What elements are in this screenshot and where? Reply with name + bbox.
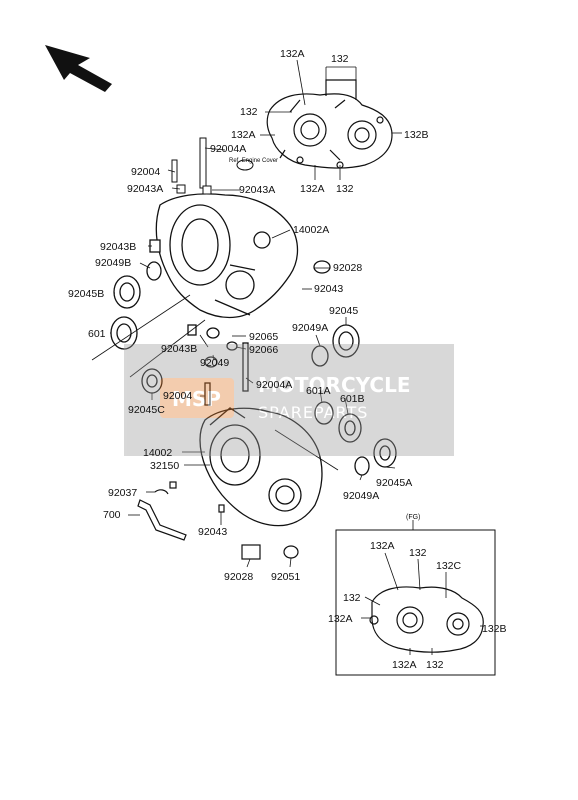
main-leader-lines [91,147,396,568]
hose-parts [137,481,299,560]
fg-inset-box [335,520,496,676]
part-label: 92004A [210,143,246,155]
part-label: 14002A [293,224,329,236]
part-label: 92004 [131,166,160,178]
part-label: 92065 [249,331,278,343]
left-crankcase-drawing [155,193,299,319]
part-label: 92043 [198,526,227,538]
reference-note: Ref. Engine Cover [229,158,278,164]
top-crankcase-drawing [266,79,393,169]
part-label: 92043A [239,184,275,196]
part-label: 92045A [376,477,412,489]
part-label: 92049 [200,357,229,369]
part-label: 132 [409,547,427,559]
part-label: 92049A [343,490,379,502]
watermark-badge: MSP [172,387,221,411]
watermark-line1: MOTORCYCLE [258,373,410,397]
inset-label: (FG) [406,514,420,521]
part-labels: 132A 132 132 132A 132B 132A 132 92004A R… [68,48,507,671]
part-label: 92049B [95,257,131,269]
part-label: 132 [331,53,349,65]
part-label: 92028 [333,262,362,274]
part-label: 92004 [163,390,192,402]
part-label: 92004A [256,379,292,391]
right-crankcase-drawing [199,407,323,527]
part-label: 92051 [271,571,300,583]
part-label: 132A [280,48,305,60]
part-label: 132 [426,659,444,671]
part-label: 92043B [100,241,136,253]
watermark-line2: SPAREPARTS [258,403,368,422]
part-label: 601A [306,385,331,397]
part-label: 92028 [224,571,253,583]
part-label: 132C [436,560,462,572]
part-label: 14002 [143,447,172,459]
part-label: 92045C [128,404,165,416]
part-label: 132B [404,129,429,141]
part-label: 132A [370,540,395,552]
stud-parts [171,137,254,195]
bearing-parts [110,239,397,476]
part-label: 92066 [249,344,278,356]
part-label: 92043 [314,283,343,295]
part-label: 132 [240,106,258,118]
part-label: 601B [340,393,365,405]
part-label: 92049A [292,322,328,334]
part-label: 92045 [329,305,358,317]
part-label: 132A [231,129,256,141]
part-label: 92045B [68,288,104,300]
watermark: MSP MOTORCYCLE SPAREPARTS [124,344,454,456]
part-label: 92043B [161,343,197,355]
front-direction-arrow-icon [45,45,112,92]
part-label: 92043A [127,183,163,195]
part-label: 601 [88,328,106,340]
top-leader-lines [260,59,402,180]
part-label: 132 [343,592,361,604]
part-label: 132A [392,659,417,671]
part-label: 132B [482,623,507,635]
part-label: 132A [300,183,325,195]
part-label: 32150 [150,460,179,472]
part-label: 132 [336,183,354,195]
part-label: 700 [103,509,121,521]
part-label: 92037 [108,487,137,499]
part-label: 132A [328,613,353,625]
